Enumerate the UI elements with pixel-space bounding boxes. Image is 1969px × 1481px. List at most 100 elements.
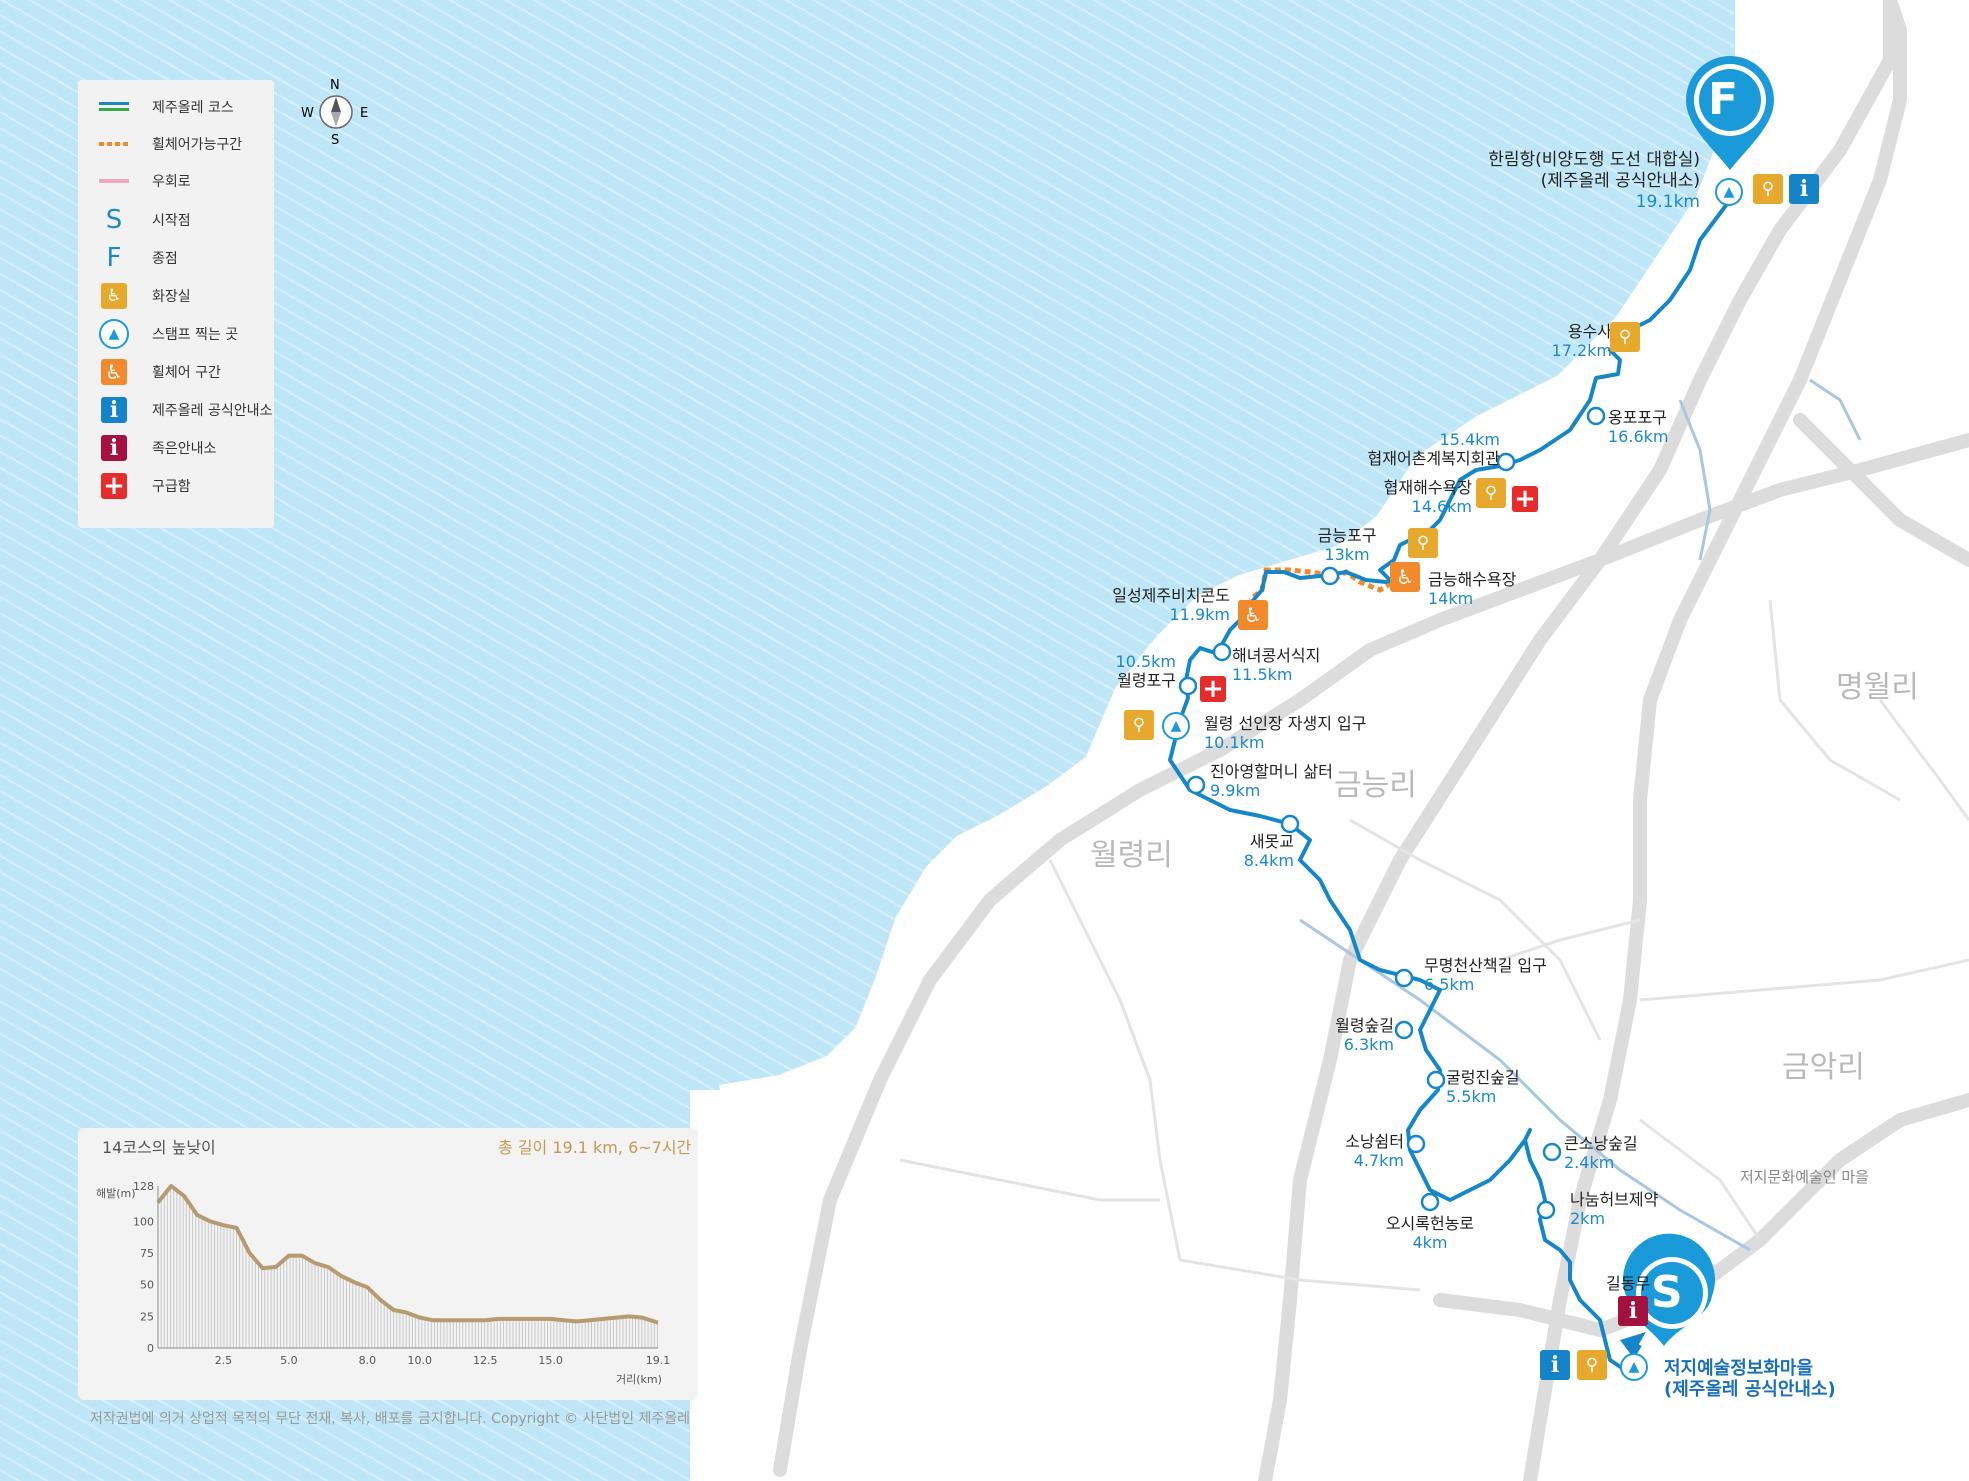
wheelchair-icon: ♿ [1390,562,1420,592]
village-geumak: 금악리 [1782,1050,1865,1085]
toilet-icon: ⚲ [1753,174,1783,204]
legend-item: 제주올레 코스 [96,92,234,122]
compass-s: S [331,133,340,148]
toilet-icon: ♿ [101,283,127,309]
y-tick-label: 0 [147,1342,154,1355]
wheelchair-dashed-line-icon [99,142,129,146]
sea-area [0,0,1735,1481]
end-point-label: 한림항(비양도행 도선 대합실) (제주올레 공식안내소) 19.1km [1488,150,1700,212]
elevation-summary: 총 길이 19.1 km, 6~7시간 [498,1138,692,1157]
waypoints [1178,406,1606,1220]
toilet-icon: ⚲ [1610,322,1640,352]
info-icon: i [1789,174,1819,204]
legend-item: 우회로 [96,166,191,196]
legend-item: i 족은안내소 [96,433,216,463]
legend-item: i 제주올레 공식안내소 [96,395,272,425]
compass-e: E [360,106,369,121]
village-jeoji: 저지문화예술인 마을 [1740,1168,1869,1186]
x-tick-label: 19.1 [646,1354,671,1367]
olle-course-line-icon [99,102,129,111]
first-aid-icon: + [1200,674,1226,704]
finish-letter-icon: F [106,243,122,273]
start-point-label: 저지예술정보화마을 (제주올레 공식안내소) [1664,1358,1836,1400]
compass-w: W [301,106,314,121]
wheelchair-icon: ♿ [101,359,127,385]
elevation-title: 14코스의 높낮이 [102,1138,216,1157]
detour-line-icon [99,179,129,183]
y-tick-label: 100 [133,1215,154,1228]
stop-gildongmu: 길동무 [1606,1274,1651,1293]
copyright-notice: 저작권법에 의거 상업적 목적의 무단 전재, 복사, 배포를 금지합니다. C… [90,1411,690,1427]
elevation-profile-line [156,1184,659,1325]
elevation-panel: 14코스의 높낮이 총 길이 19.1 km, 6~7시간 해발(m) 거리(k… [78,1128,698,1400]
elevation-ylabel: 해발(m) [96,1187,136,1200]
elevation-xlabel: 거리(km) [616,1373,662,1386]
x-tick-label: 2.5 [215,1354,233,1367]
village-myeongwol: 명월리 [1836,670,1919,705]
x-tick-label: 12.5 [473,1354,498,1367]
olle-course-path [1168,198,1732,1372]
small-info-icon: i [1618,1296,1648,1326]
coastline [719,108,1740,1095]
finish-marker-letter: F [1708,74,1739,125]
village-wollyeong: 월령리 [1090,838,1173,873]
y-tick-label: 75 [140,1247,154,1260]
stamp-icon: ▲ [1162,712,1190,740]
start-marker-letter: S [1651,1267,1683,1318]
start-arrow [1620,1332,1646,1356]
x-tick-label: 15.0 [538,1354,563,1367]
y-tick-label: 50 [140,1279,154,1292]
legend-item: 휠체어가능구간 [96,129,242,159]
x-tick-label: 8.0 [359,1354,377,1367]
stamp-icon: ▲ [99,319,129,349]
start-letter-icon: S [105,205,123,235]
compass [319,95,353,129]
y-tick-label: 128 [133,1180,154,1193]
stamp-icon: ▲ [1715,178,1743,206]
y-tick-label: 25 [140,1310,154,1323]
stamp-icon: ▲ [1620,1353,1648,1381]
toilet-icon: ⚲ [1124,710,1154,740]
info-icon: i [101,397,127,423]
finish-marker [1686,56,1774,170]
first-aid-icon: + [1512,484,1538,514]
compass-n: N [330,78,340,93]
legend-item: + 구급함 [96,471,191,501]
info-icon: i [1540,1350,1570,1380]
toilet-icon: ⚲ [1408,528,1438,558]
legend-item: ♿ 화장실 [96,281,191,311]
toilet-icon: ⚲ [1577,1350,1607,1380]
legend-item: ▲ 스탬프 찍는 곳 [96,319,238,349]
small-info-icon: i [101,435,127,461]
village-geumneung: 금능리 [1334,768,1417,803]
legend-item: ♿ 휠체어 구간 [96,357,221,387]
wheelchair-icon: ♿ [1238,600,1268,630]
toilet-icon: ⚲ [1476,478,1506,508]
legend-item: S 시작점 [96,205,191,235]
first-aid-icon: + [101,471,127,501]
minor-roads [899,599,1969,1292]
legend-item: F 종점 [96,243,178,273]
legend-panel: 제주올레 코스 휠체어가능구간 우회로 S 시작점 F 종점 ♿ 화장실 ▲ 스… [78,80,274,528]
x-tick-label: 5.0 [280,1354,298,1367]
